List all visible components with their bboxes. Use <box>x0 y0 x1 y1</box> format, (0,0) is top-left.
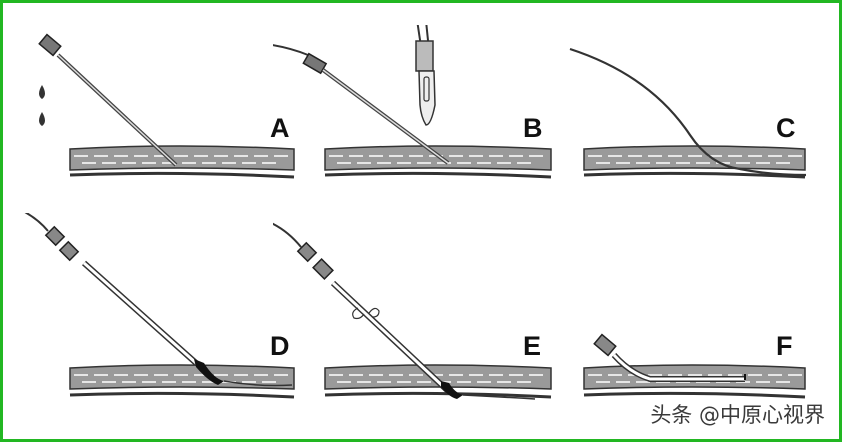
panel-label-b: B <box>523 113 543 143</box>
scalpel-icon <box>415 25 436 126</box>
panel-b-illustration <box>273 25 552 179</box>
guidewire-icon <box>569 47 807 177</box>
tissue-layer-icon <box>583 145 806 179</box>
panel-f: F <box>530 213 806 403</box>
panel-a-illustration <box>38 33 295 179</box>
panel-label-e: E <box>523 331 542 361</box>
panel-a: A <box>18 25 295 215</box>
panel-d: D <box>18 213 295 403</box>
tissue-layer-icon <box>69 145 295 179</box>
panel-c-illustration <box>569 47 807 179</box>
sheath-icon <box>296 241 536 400</box>
dilator-icon <box>44 225 293 387</box>
panel-b: B <box>273 25 552 215</box>
watermark-text: 头条 @中原心视界 <box>650 403 825 427</box>
panel-label-f: F <box>776 331 793 361</box>
needle-icon <box>302 52 450 165</box>
panel-f-illustration <box>583 333 806 399</box>
tissue-layer-icon <box>69 364 295 399</box>
blood-drop-icon <box>39 85 45 126</box>
guidewire-icon <box>273 222 302 248</box>
tissue-layer-icon <box>324 364 552 399</box>
tissue-layer-icon <box>324 145 552 179</box>
panel-label-d: D <box>270 331 290 361</box>
guidewire-icon <box>273 44 309 56</box>
panel-label-c: C <box>776 113 796 143</box>
panel-c: C <box>530 25 807 215</box>
needle-icon <box>38 33 178 167</box>
panel-e: E <box>273 213 552 403</box>
catheter-icon <box>593 333 746 382</box>
panel-e-illustration <box>273 222 552 400</box>
guidewire-icon <box>24 213 49 232</box>
panel-d-illustration <box>24 213 295 399</box>
panel-label-a: A <box>270 113 290 143</box>
